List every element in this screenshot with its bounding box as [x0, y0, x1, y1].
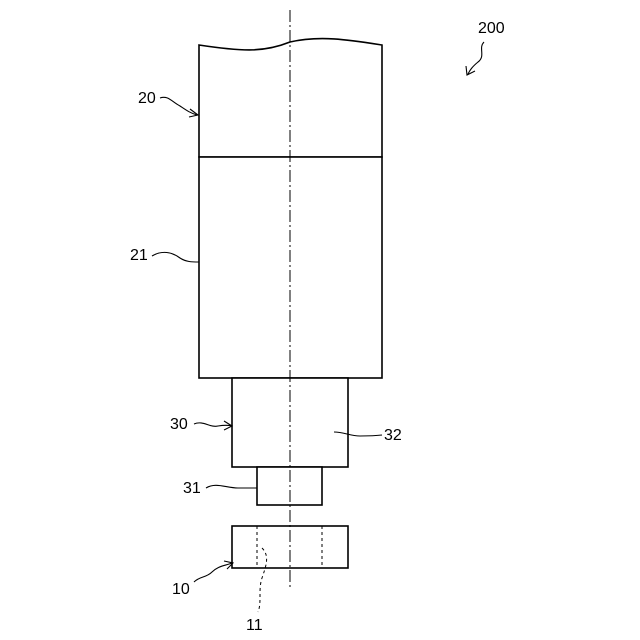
label-10: 10: [172, 581, 190, 598]
label-30: 30: [170, 416, 188, 433]
leader-200: [468, 42, 484, 74]
label-21: 21: [130, 247, 148, 264]
leader-31: [206, 485, 257, 488]
label-20: 20: [138, 90, 156, 107]
label-11: 11: [246, 617, 263, 634]
leader-20: [160, 97, 197, 115]
leader-30: [194, 423, 232, 426]
arrowhead-20: [189, 109, 198, 117]
label-32: 32: [384, 427, 402, 444]
leader-21: [152, 252, 199, 262]
leader-10: [194, 563, 232, 582]
label-31: 31: [183, 480, 201, 497]
label-200: 200: [478, 20, 505, 37]
